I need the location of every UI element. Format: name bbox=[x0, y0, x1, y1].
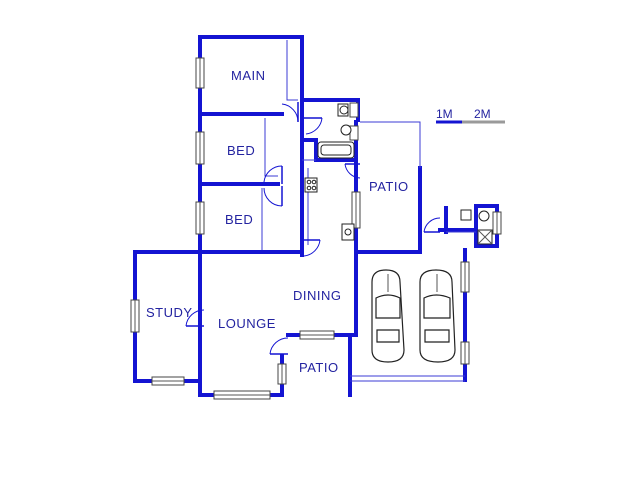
window-bed2 bbox=[195, 201, 205, 235]
toilet-icon-2 bbox=[460, 209, 490, 222]
window-lounge bbox=[213, 390, 271, 400]
bathtub-icon bbox=[317, 141, 355, 159]
door-main bbox=[281, 102, 299, 123]
window-bath1 bbox=[349, 102, 359, 118]
shower-icon bbox=[477, 229, 493, 245]
room-label-bed-1: BED bbox=[227, 143, 255, 158]
door-patio-lower bbox=[269, 337, 289, 355]
fixtures bbox=[304, 103, 493, 245]
room-label-patio-upper: PATIO bbox=[369, 179, 409, 194]
windows bbox=[130, 57, 502, 400]
window-bath1b bbox=[349, 125, 359, 141]
scale-label-2m: 2M bbox=[474, 107, 491, 121]
room-label-study: STUDY bbox=[146, 305, 193, 320]
basin-icon bbox=[340, 124, 352, 136]
room-label-patio-lower: PATIO bbox=[299, 360, 339, 375]
car-right-icon bbox=[419, 269, 456, 363]
toilet-icon bbox=[337, 103, 349, 117]
window-bed1 bbox=[195, 131, 205, 165]
window-main bbox=[195, 57, 205, 89]
sink-icon bbox=[341, 223, 355, 241]
scale-label-1m: 1M bbox=[436, 107, 453, 121]
door-patio-upper bbox=[344, 163, 361, 179]
window-garage bbox=[460, 261, 470, 293]
window-dining bbox=[299, 330, 335, 340]
room-label-main: MAIN bbox=[231, 68, 266, 83]
window-bath2 bbox=[492, 211, 502, 235]
window-garage-2 bbox=[460, 341, 470, 365]
room-labels: MAIN BED BED PATIO DINING STUDY LOUNGE P… bbox=[146, 68, 409, 375]
door-garage bbox=[423, 217, 441, 233]
window-kitchen bbox=[351, 191, 361, 229]
scale-bar: 1M 2M bbox=[436, 107, 505, 124]
stove-icon bbox=[304, 177, 318, 193]
room-label-dining: DINING bbox=[293, 288, 342, 303]
thin-lines bbox=[261, 40, 476, 382]
window-study bbox=[130, 299, 140, 333]
room-label-bed-2: BED bbox=[225, 212, 253, 227]
door-study bbox=[185, 309, 205, 327]
door-kitchen bbox=[302, 239, 321, 257]
room-label-lounge: LOUNGE bbox=[218, 316, 276, 331]
car-left-icon bbox=[371, 269, 405, 363]
window-study-bottom bbox=[151, 376, 185, 386]
door-bed2 bbox=[263, 186, 283, 207]
door-bed1 bbox=[263, 165, 283, 184]
door-bath bbox=[304, 117, 323, 135]
doors bbox=[185, 102, 441, 355]
window-patio-lower bbox=[277, 363, 287, 385]
